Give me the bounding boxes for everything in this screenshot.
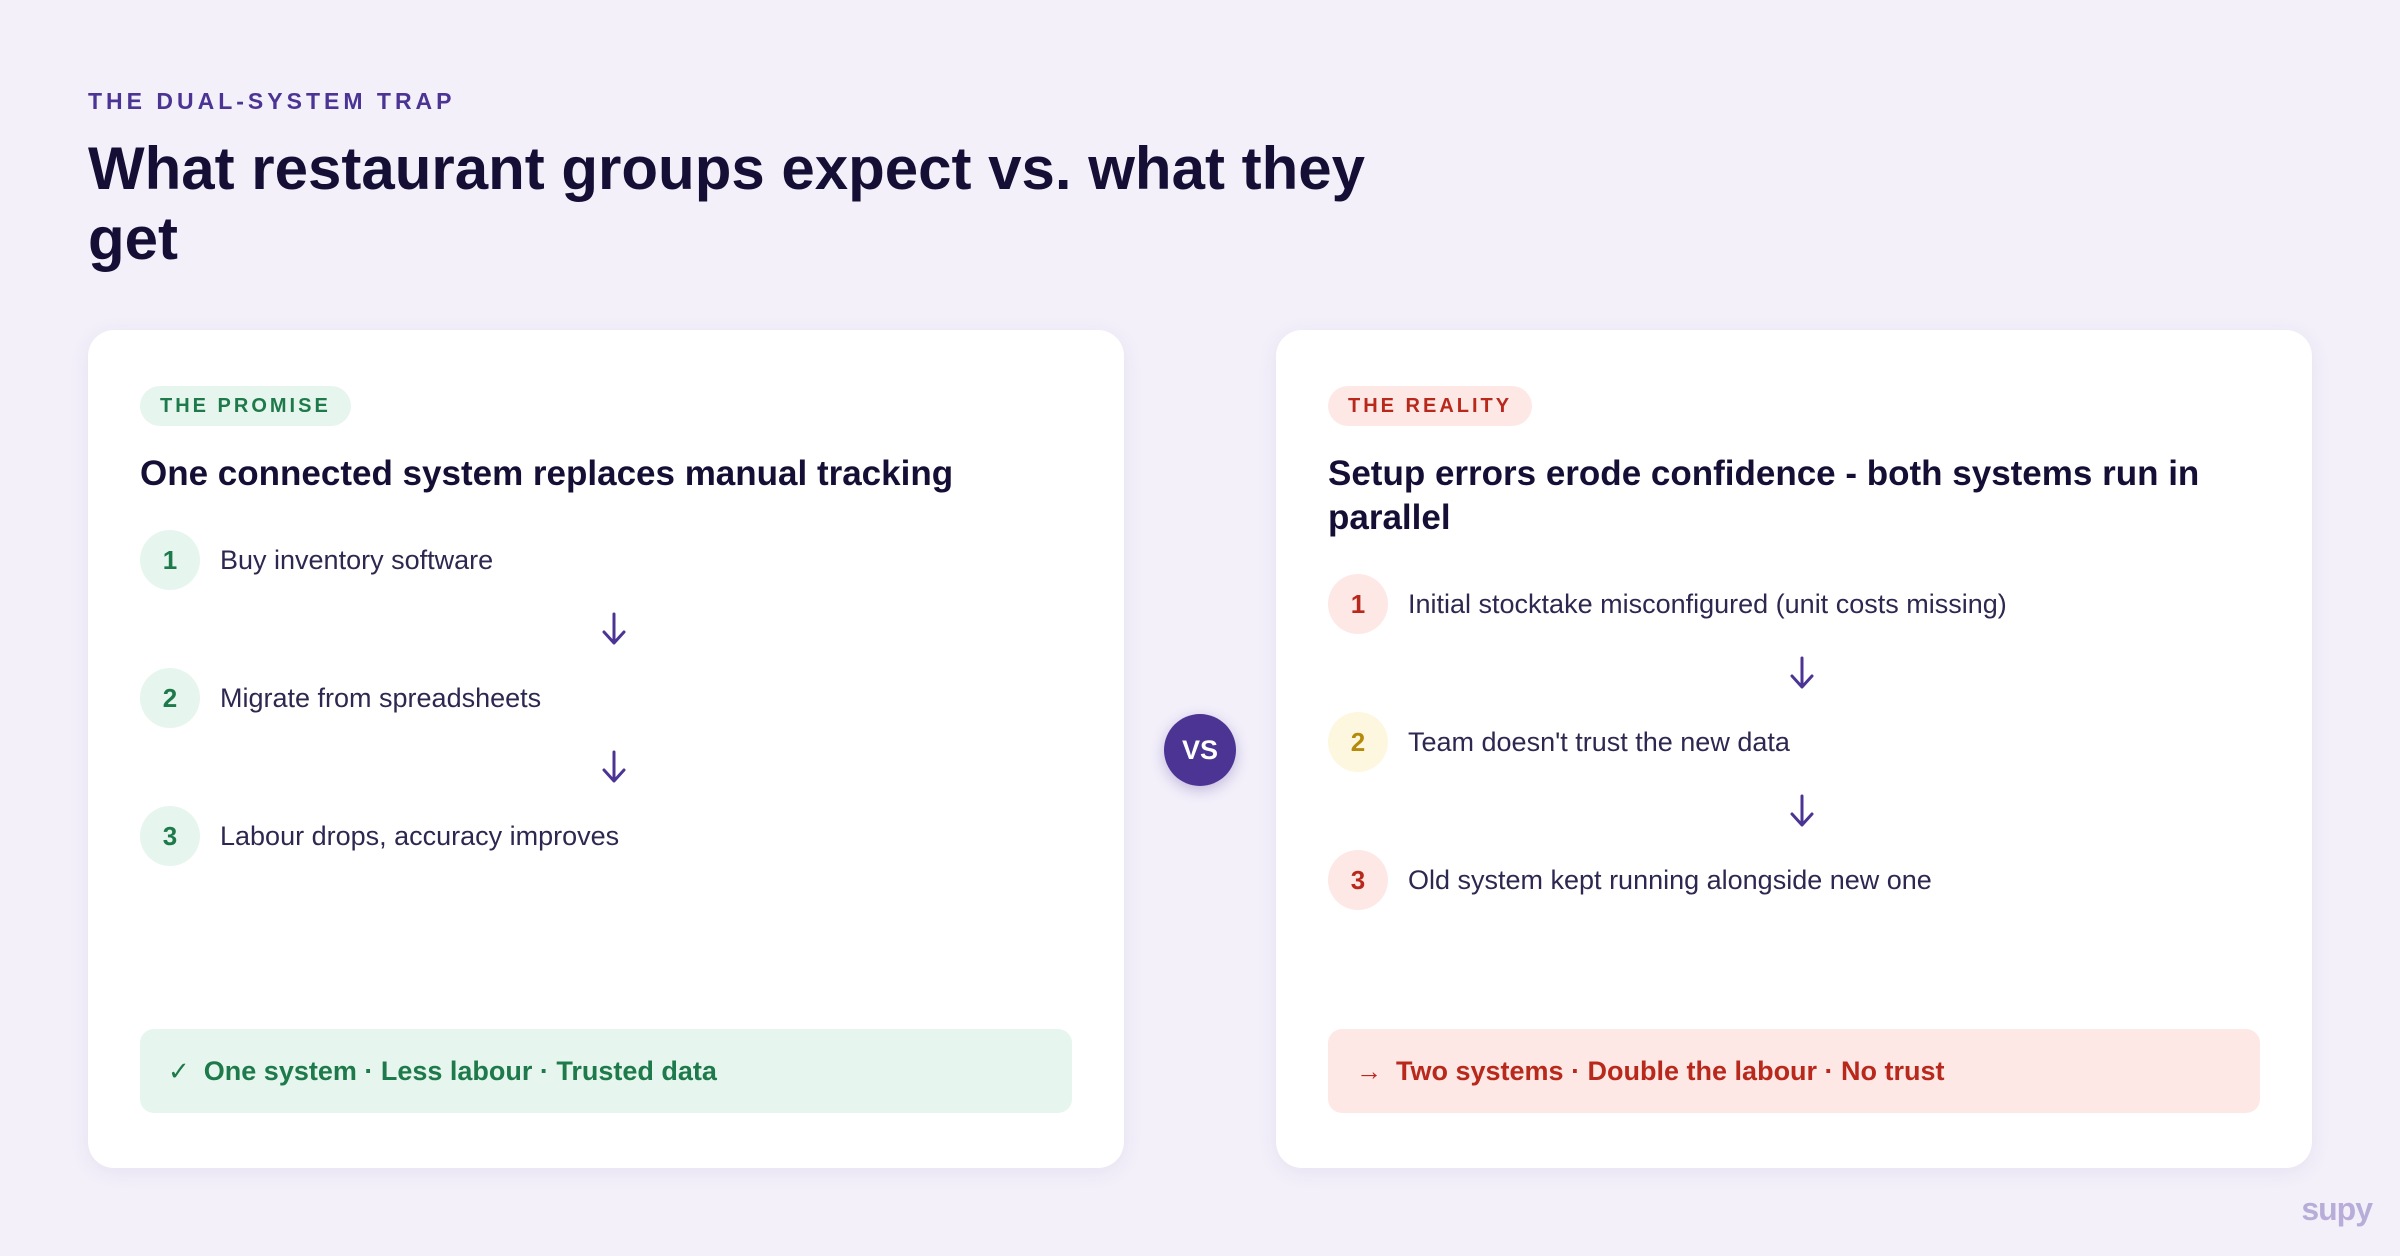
page-title: What restaurant groups expect vs. what t…	[88, 135, 1365, 272]
arrow-down-icon	[140, 728, 1080, 806]
step-number-badge: 1	[140, 530, 200, 590]
step-text: Old system kept running alongside new on…	[1408, 864, 1932, 895]
step-number-badge: 2	[140, 668, 200, 728]
reality-card: THE REALITY Setup errors erode confidenc…	[1276, 330, 2312, 1168]
reality-tag: THE REALITY	[1328, 386, 1533, 426]
promise-heading: One connected system replaces manual tra…	[140, 454, 954, 493]
step-text: Team doesn't trust the new data	[1408, 726, 1790, 757]
supy-logo: supy	[2301, 1191, 2373, 1227]
promise-steps: 1 Buy inventory software 2 Migrate from …	[140, 530, 1080, 866]
reality-summary-text: Two systems · Double the labour · No tru…	[1396, 1055, 1945, 1086]
reality-summary-bar: → Two systems · Double the labour · No t…	[1328, 1029, 2260, 1113]
arrow-down-icon	[140, 590, 1080, 668]
promise-summary-text: One system · Less labour · Trusted data	[203, 1055, 717, 1086]
checkmark-icon: ✓	[168, 1055, 190, 1086]
promise-tag: THE PROMISE	[140, 386, 351, 426]
reality-steps: 1 Initial stocktake misconfigured (unit …	[1328, 574, 2268, 910]
step-text: Initial stocktake misconfigured (unit co…	[1408, 588, 2007, 619]
step-text: Buy inventory software	[220, 544, 494, 575]
arrow-down-icon	[1328, 634, 2268, 712]
promise-step-1: 1 Buy inventory software	[140, 530, 1080, 590]
step-number-badge: 3	[140, 806, 200, 866]
step-number-badge: 1	[1328, 574, 1388, 634]
step-number-badge: 2	[1328, 712, 1388, 772]
promise-summary-bar: ✓ One system · Less labour · Trusted dat…	[140, 1029, 1072, 1113]
reality-step-2: 2 Team doesn't trust the new data	[1328, 712, 2268, 772]
promise-card: THE PROMISE One connected system replace…	[88, 330, 1124, 1168]
arrow-down-icon	[1328, 772, 2268, 850]
step-text: Migrate from spreadsheets	[220, 682, 542, 713]
reality-heading: Setup errors erode confidence - both sys…	[1328, 454, 2200, 537]
reality-step-3: 3 Old system kept running alongside new …	[1328, 850, 2268, 910]
arrow-right-icon: →	[1356, 1055, 1382, 1086]
promise-step-2: 2 Migrate from spreadsheets	[140, 668, 1080, 728]
vs-badge: VS	[1164, 714, 1236, 786]
eyebrow-label: THE DUAL-SYSTEM TRAP	[88, 88, 456, 114]
step-text: Labour drops, accuracy improves	[220, 820, 620, 851]
reality-step-1: 1 Initial stocktake misconfigured (unit …	[1328, 574, 2268, 634]
promise-step-3: 3 Labour drops, accuracy improves	[140, 806, 1080, 866]
step-number-badge: 3	[1328, 850, 1388, 910]
